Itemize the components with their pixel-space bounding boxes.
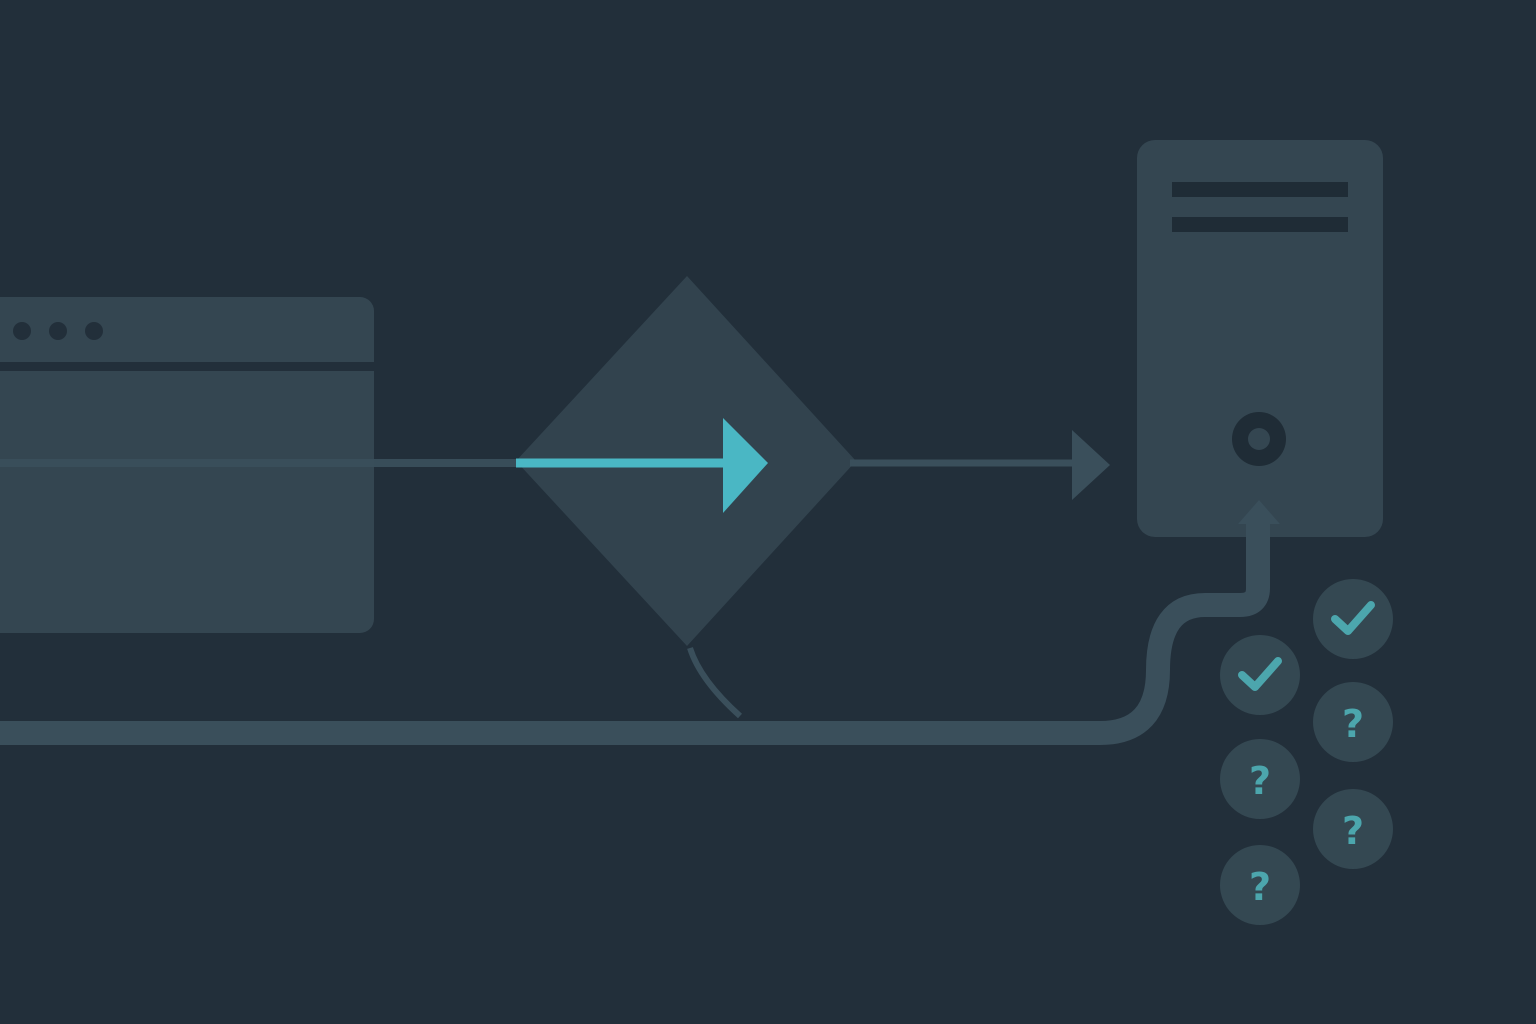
status-indicator: ? bbox=[1313, 682, 1393, 762]
browser-dot-icon bbox=[85, 322, 103, 340]
question-mark-icon: ? bbox=[1342, 809, 1364, 853]
question-mark-icon: ? bbox=[1342, 702, 1364, 746]
server-drive-slot bbox=[1172, 182, 1348, 197]
status-indicator bbox=[1313, 579, 1393, 659]
checkmark-icon bbox=[1238, 657, 1282, 691]
status-circle bbox=[1313, 789, 1393, 869]
forward-arrow bbox=[850, 430, 1110, 500]
return-path bbox=[0, 500, 1280, 745]
browser-dot-icon bbox=[13, 322, 31, 340]
return-connector-line bbox=[0, 520, 1270, 745]
arrow-head-icon bbox=[723, 418, 768, 513]
status-indicator: ? bbox=[1220, 845, 1300, 925]
diamond-drop-line bbox=[687, 647, 743, 719]
status-circle bbox=[1313, 579, 1393, 659]
server-drive-slot bbox=[1172, 217, 1348, 232]
server-tower-icon bbox=[1137, 140, 1383, 537]
arrow-head-icon bbox=[1072, 430, 1110, 500]
status-circle bbox=[1220, 635, 1300, 715]
request-arrow bbox=[0, 418, 768, 513]
question-mark-icon: ? bbox=[1249, 759, 1271, 803]
status-indicators: ???? bbox=[1220, 579, 1393, 925]
server-body bbox=[1137, 140, 1383, 537]
status-indicator: ? bbox=[1220, 739, 1300, 819]
status-circle bbox=[1313, 682, 1393, 762]
arrow-head-icon bbox=[1238, 500, 1280, 524]
power-button-center bbox=[1248, 428, 1270, 450]
browser-dot-icon bbox=[49, 322, 67, 340]
browser-window-toolbar-divider bbox=[0, 362, 374, 371]
status-indicator bbox=[1220, 635, 1300, 715]
checkmark-icon bbox=[1331, 601, 1375, 635]
status-circle bbox=[1220, 739, 1300, 819]
status-circle bbox=[1220, 845, 1300, 925]
status-indicator: ? bbox=[1313, 789, 1393, 869]
question-mark-icon: ? bbox=[1249, 865, 1271, 909]
